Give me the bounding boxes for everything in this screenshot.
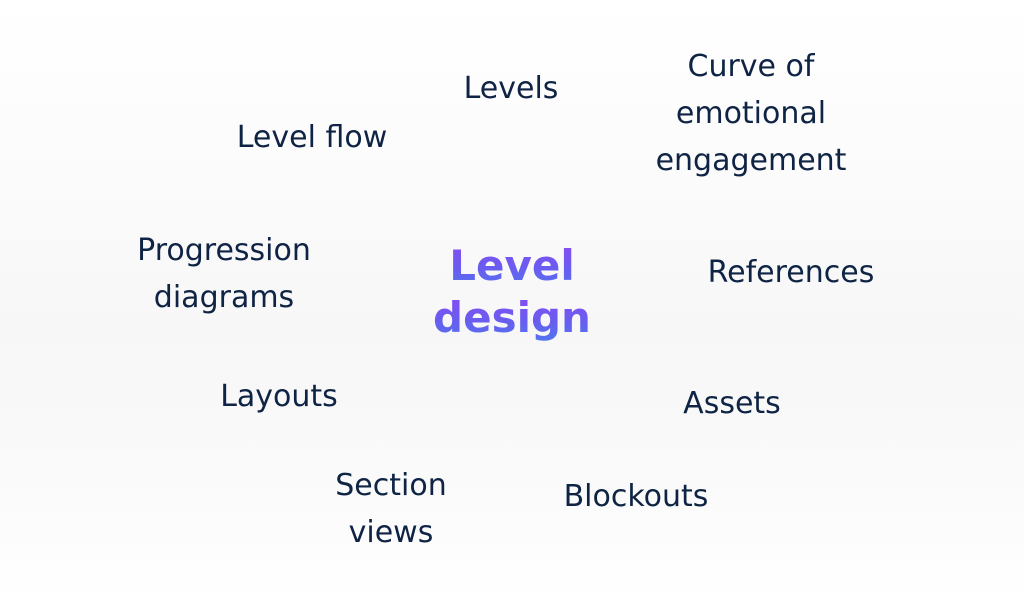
term-layouts: Layouts [220,373,338,420]
term-assets: Assets [683,380,781,427]
term-level-flow-text: Level flow [236,120,388,155]
term-blockouts: Blockouts [564,473,709,520]
central-topic-line-2: design [433,293,591,342]
central-topic-line-1: Level [433,240,591,292]
term-progression-line-2: diagrams [153,280,295,315]
term-section-line-2: views [348,515,434,550]
term-section-line-1: Section [335,468,447,503]
central-topic: Level design [433,240,591,344]
term-assets-text: Assets [683,386,781,421]
term-section-views: Section views [335,462,446,556]
term-curve-line-1: Curve of [687,49,815,84]
term-level-flow: Level flow [237,114,388,161]
term-curve-line-3: engagement [655,143,847,178]
term-levels: Levels [464,65,559,112]
term-layouts-text: Layouts [220,379,338,414]
term-blockouts-text: Blockouts [563,479,709,514]
term-levels-text: Levels [463,71,559,106]
term-references: References [708,249,875,296]
term-curve-of-emotional-engagement: Curve of emotional engagement [656,43,847,184]
term-curve-line-2: emotional [675,96,827,131]
term-progression-line-1: Progression [137,233,311,268]
term-progression-diagrams: Progression diagrams [137,227,311,321]
term-references-text: References [707,255,875,290]
